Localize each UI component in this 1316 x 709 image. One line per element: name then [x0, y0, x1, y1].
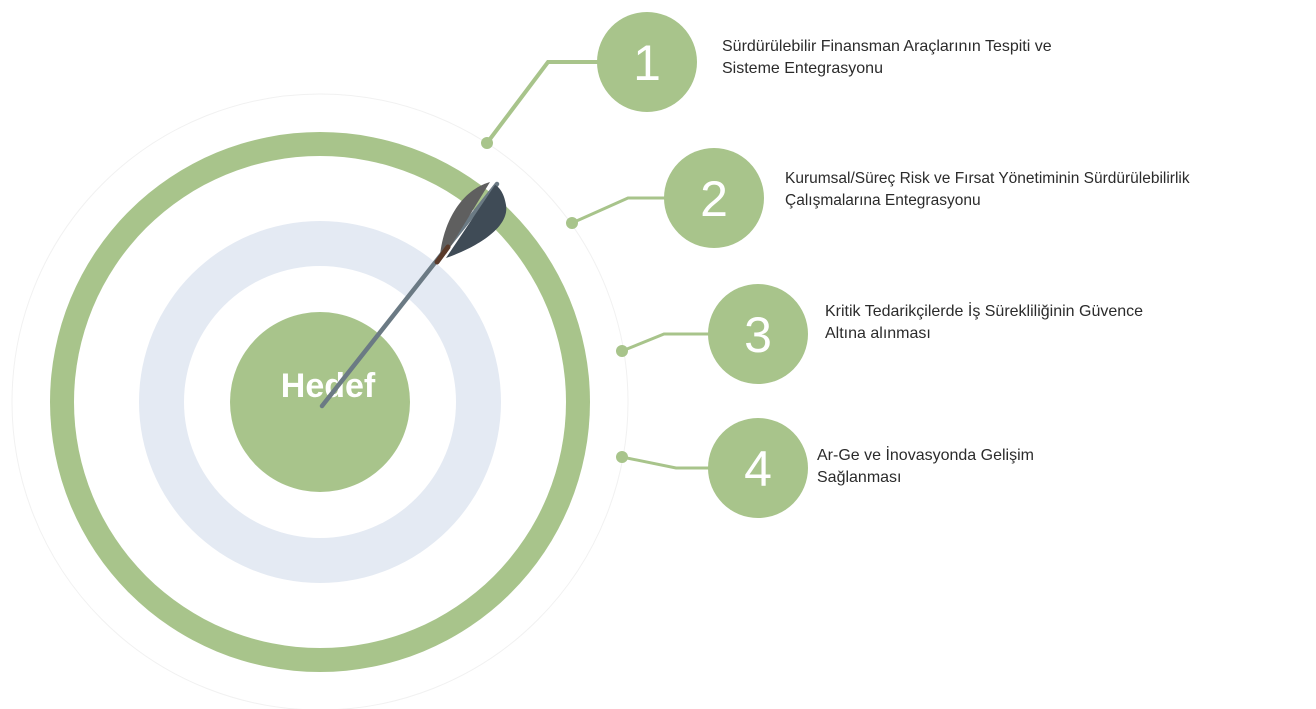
item-2-line2: Çalışmalarına Entegrasyonu [785, 192, 981, 209]
number-badge-4 [708, 418, 808, 518]
item-2-text: Kurumsal/Süreç Risk ve Fırsat Yönetimini… [785, 168, 1190, 212]
item-3-line2: Altına alınması [825, 325, 931, 342]
item-4-line2: Sağlanması [817, 469, 902, 486]
item-3-text: Kritik Tedarikçilerde İş Sürekliliğinin … [825, 301, 1143, 345]
number-badge-2 [664, 148, 764, 248]
number-badge-1 [597, 12, 697, 112]
item-1-line1: Sürdürülebilir Finansman Araçlarının Tes… [722, 38, 1052, 55]
arrow-nock [434, 244, 451, 265]
connector-dot-1 [481, 137, 493, 149]
connector-dot-4 [616, 451, 628, 463]
item-3-line1: Kritik Tedarikçilerde İş Sürekliliğinin … [825, 303, 1144, 320]
item-2-line1: Kurumsal/Süreç Risk ve Fırsat Yönetimini… [785, 170, 1190, 187]
item-4-line1: Ar-Ge ve İnovasyonda Gelişim [817, 447, 1034, 464]
number-4: 4 [744, 441, 772, 497]
item-4-text: Ar-Ge ve İnovasyonda Gelişim Sağlanması [817, 445, 1034, 489]
item-1-text: Sürdürülebilir Finansman Araçlarının Tes… [722, 36, 1052, 80]
arrow-icon [319, 181, 507, 409]
number-3: 3 [744, 307, 772, 363]
connector-dot-3 [616, 345, 628, 357]
arrow-fletching-left [440, 182, 490, 255]
arrow-fletching-right [446, 185, 507, 258]
number-1: 1 [633, 35, 661, 91]
number-2: 2 [700, 171, 728, 227]
item-1-line2: Sisteme Entegrasyonu [722, 60, 883, 77]
arrow-shaft [319, 181, 500, 409]
bullseye [230, 312, 410, 492]
number-badge-3 [708, 284, 808, 384]
connector-dot-2 [566, 217, 578, 229]
